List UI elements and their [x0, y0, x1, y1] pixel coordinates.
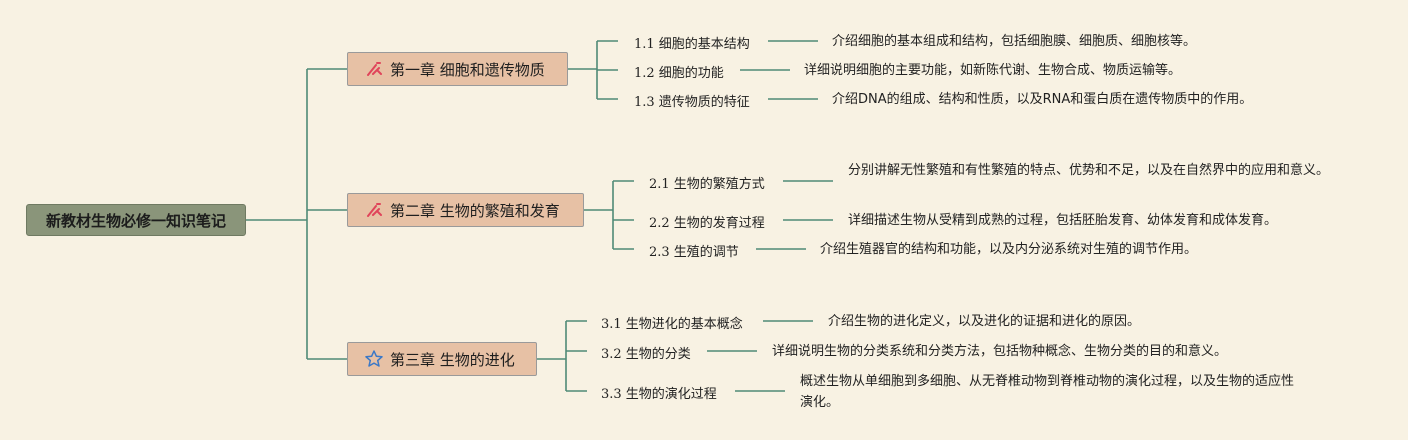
chapter-1-title: 第一章 细胞和遗传物质 [390, 60, 545, 79]
section-3-1-label[interactable]: 3.1 生物进化的基本概念 [601, 317, 743, 332]
chapter-2-title: 第二章 生物的繁殖和发育 [390, 201, 560, 220]
section-3-2-desc: 详细说明生物的分类系统和分类方法，包括物种概念、生物分类的目的和意义。 [772, 344, 1228, 359]
section-1-1-desc: 介绍细胞的基本组成和结构，包括细胞膜、细胞质、细胞核等。 [832, 34, 1197, 49]
chapter-1-node[interactable]: 第一章 细胞和遗传物质 [347, 52, 568, 86]
section-3-1-desc: 介绍生物的进化定义，以及进化的证据和进化的原因。 [828, 314, 1141, 329]
section-2-2-desc: 详细描述生物从受精到成熟的过程，包括胚胎发育、幼体发育和成体发育。 [848, 213, 1278, 228]
section-1-2-desc: 详细说明细胞的主要功能，如新陈代谢、生物合成、物质运输等。 [804, 63, 1182, 78]
section-1-3-desc: 介绍DNA的组成、结构和性质，以及RNA和蛋白质在遗传物质中的作用。 [832, 92, 1253, 107]
section-2-3-label[interactable]: 2.3 生殖的调节 [649, 245, 739, 260]
section-1-1-label[interactable]: 1.1 细胞的基本结构 [634, 37, 750, 52]
star-icon [364, 349, 384, 369]
section-2-3-desc: 介绍生殖器官的结构和功能，以及内分泌系统对生殖的调节作用。 [820, 242, 1198, 257]
section-3-2-label[interactable]: 3.2 生物的分类 [601, 347, 691, 362]
section-3-3-desc: 概述生物从单细胞到多细胞、从无脊椎动物到脊椎动物的演化过程，以及生物的适应性演化… [800, 374, 1295, 410]
section-2-2-label[interactable]: 2.2 生物的发育过程 [649, 216, 765, 231]
section-3-3-label[interactable]: 3.3 生物的演化过程 [601, 387, 717, 402]
root-topic[interactable]: 新教材生物必修一知识笔记 [26, 204, 246, 236]
ribbon-icon [364, 200, 384, 220]
chapter-3-node[interactable]: 第三章 生物的进化 [347, 342, 537, 376]
ribbon-icon [364, 59, 384, 79]
section-1-3-label[interactable]: 1.3 遗传物质的特征 [634, 95, 750, 110]
section-1-2-label[interactable]: 1.2 细胞的功能 [634, 66, 724, 81]
chapter-3-title: 第三章 生物的进化 [390, 350, 515, 369]
chapter-2-node[interactable]: 第二章 生物的繁殖和发育 [347, 193, 584, 227]
root-title: 新教材生物必修一知识笔记 [45, 211, 226, 230]
section-2-1-label[interactable]: 2.1 生物的繁殖方式 [649, 177, 765, 192]
section-2-1-desc: 分别讲解无性繁殖和有性繁殖的特点、优势和不足，以及在自然界中的应用和意义。 [848, 163, 1330, 178]
